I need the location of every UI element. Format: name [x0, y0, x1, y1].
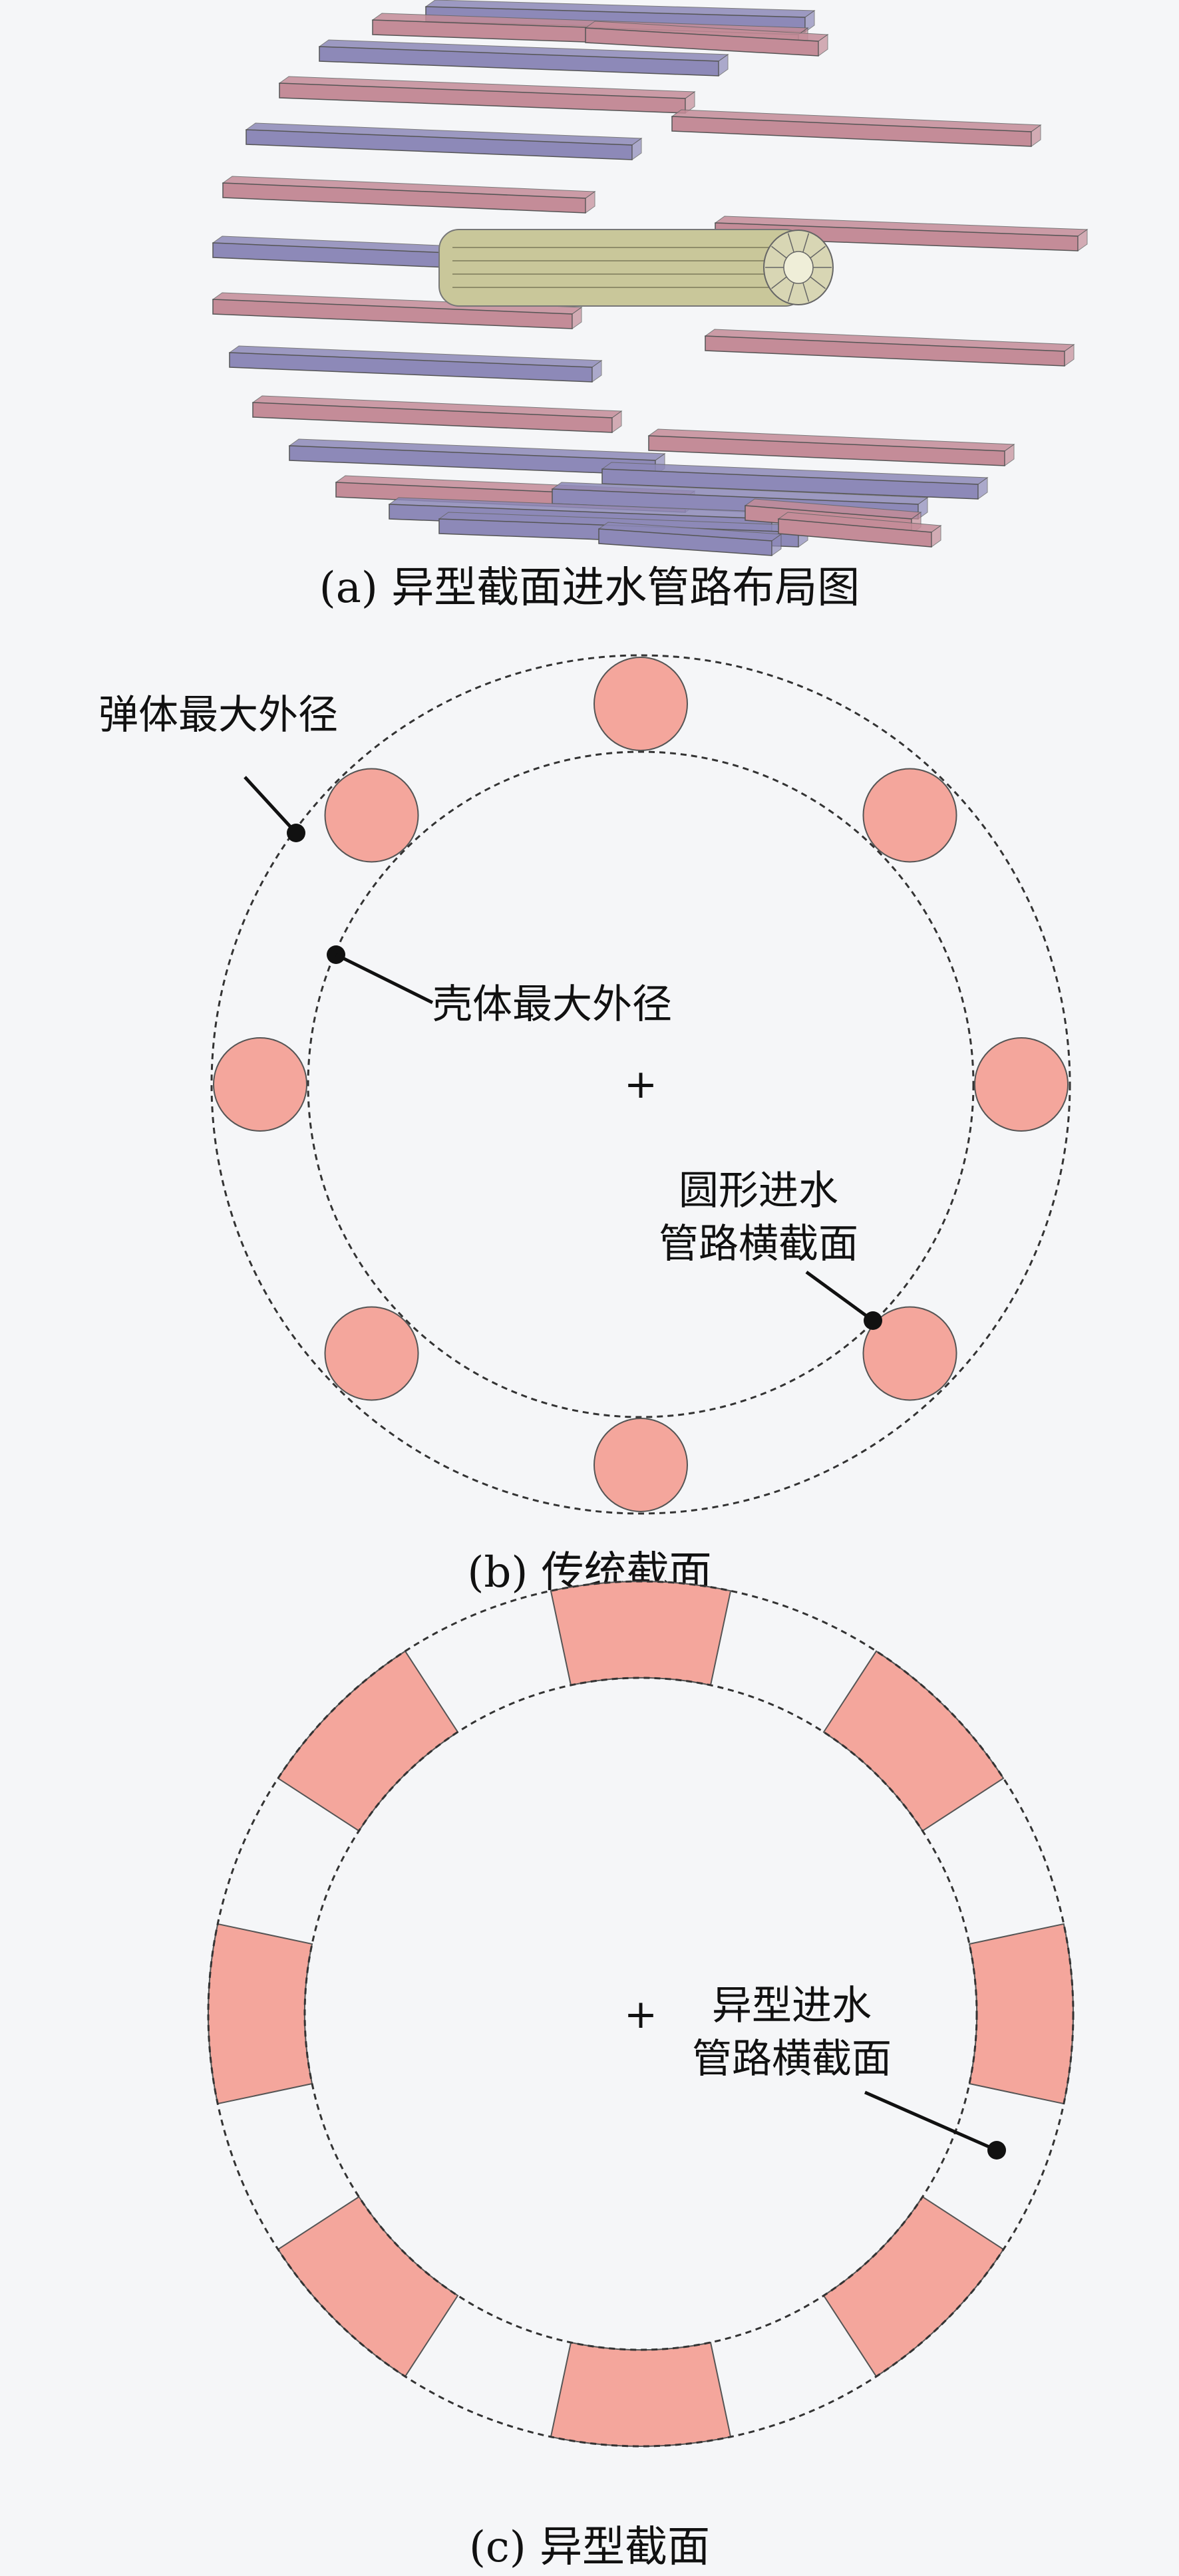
circular-pipe-section: [324, 768, 419, 863]
circular-pipe-section: [593, 657, 688, 751]
label-outer-diameter: 弹体最大外径: [98, 692, 338, 738]
panel-c-irregular-section: + 异型进水 管路横截面 (c) 异型截面: [207, 1580, 1075, 2572]
label-circular-pipe-line2: 管路横截面: [659, 1221, 858, 1267]
circular-pipe-section: [324, 1306, 419, 1401]
pipe-bars: [212, 0, 1089, 556]
center-mark-c: +: [624, 1991, 657, 2038]
pipe-bar: [597, 522, 782, 556]
irregular-pipe-section: [968, 1923, 1074, 2105]
inner-diameter-circle: [307, 750, 975, 1418]
circular-pipe-section: [213, 1037, 307, 1132]
pipe-bar: [318, 39, 729, 77]
pipe-bar: [777, 512, 942, 548]
circular-pipe-section: [974, 1037, 1069, 1132]
irregular-pipe-section: [550, 1581, 732, 1687]
irregular-pipe-sections: [208, 1581, 1074, 2447]
panel-b-traditional-section: + 弹体最大外径 壳体最大外径 圆形进水 管路横截面 (b) 传统截面: [98, 654, 1071, 1597]
pipe-bar: [704, 329, 1075, 367]
pipe-bar: [584, 21, 829, 57]
leader-circular-pipe: [805, 1270, 874, 1323]
circular-pipe-section: [862, 768, 957, 863]
center-mark-b: +: [624, 1061, 657, 1108]
caption-a: (a) 异型截面进水管路布局图: [319, 564, 860, 613]
leader-inner-diameter: [335, 953, 434, 1005]
dot-circular-pipe: [864, 1311, 882, 1330]
outer-diameter-circle-c: [207, 1580, 1075, 2448]
inner-diameter-circle-c: [303, 1677, 978, 2351]
pipe-bar: [647, 428, 1015, 466]
pipe-bar: [601, 462, 989, 500]
pipe-bar: [671, 109, 1042, 147]
irregular-pipe-section: [208, 1923, 313, 2105]
outer-diameter-circle: [210, 654, 1071, 1515]
leader-irregular-pipe: [864, 2090, 998, 2152]
panel-a-pipe-layout: (a) 异型截面进水管路布局图: [212, 0, 1089, 613]
pipe-bar: [228, 345, 603, 383]
circular-pipe-sections: [213, 657, 1069, 1512]
pipe-bar: [278, 76, 696, 114]
circular-pipe-section: [593, 1418, 688, 1512]
dot-irregular-pipe: [987, 2141, 1006, 2160]
pipe-bar: [222, 176, 596, 214]
label-irregular-pipe-line1: 异型进水: [712, 1983, 872, 2029]
central-core-cylinder: [438, 229, 834, 307]
pipe-bar: [245, 122, 643, 160]
caption-c: (c) 异型截面: [469, 2523, 710, 2572]
core-body: [438, 229, 806, 307]
pipe-bar: [212, 292, 583, 329]
circular-pipe-section: [862, 1306, 957, 1401]
label-circular-pipe-line1: 圆形进水: [679, 1168, 838, 1214]
dot-outer-diameter: [287, 824, 305, 842]
label-irregular-pipe-line2: 管路横截面: [692, 2036, 892, 2082]
leader-outer-diameter: [244, 776, 297, 834]
pipe-bar: [252, 395, 623, 433]
irregular-pipe-section: [550, 2341, 732, 2447]
label-inner-diameter: 壳体最大外径: [432, 981, 672, 1028]
